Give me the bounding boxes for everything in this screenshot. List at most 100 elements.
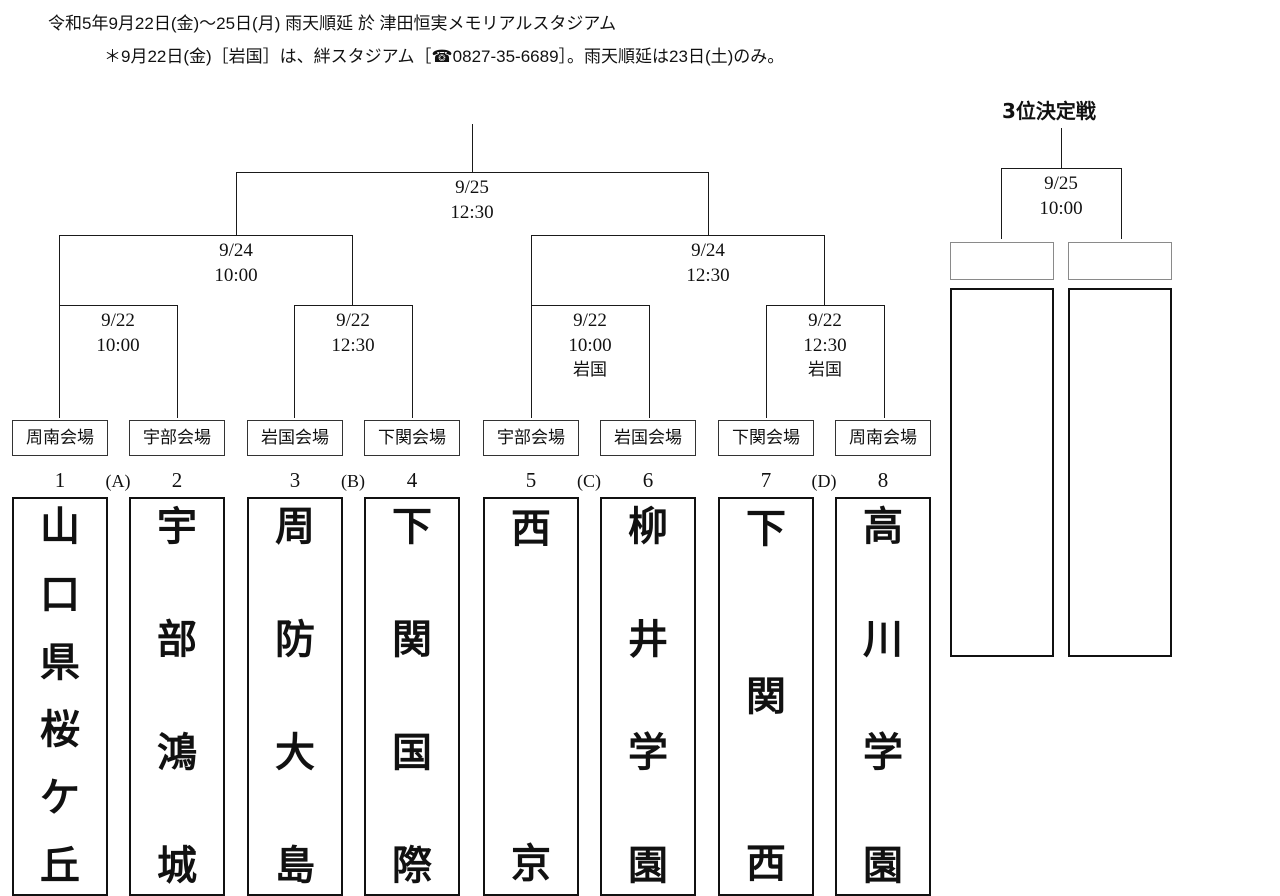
- match-d-time: 12:30: [803, 335, 847, 356]
- team-box-6[interactable]: 柳井学園: [600, 497, 696, 896]
- team-name-char: 川: [863, 617, 903, 663]
- team-box-5[interactable]: 西京: [483, 497, 579, 896]
- team-name-char: 下: [392, 504, 432, 550]
- seed-number-3: 3: [289, 468, 301, 492]
- team-name-char: 京: [511, 841, 551, 887]
- team-name-char: 関: [392, 617, 432, 663]
- match-label-semifinal-right: 9/24 12:30: [648, 238, 768, 288]
- team-name-char: 井: [628, 617, 668, 663]
- team-name-char: 鴻: [157, 730, 197, 776]
- team-name-char: 関: [746, 673, 786, 720]
- semifinal-right-leg-left: [531, 235, 532, 305]
- team-name-char: 国: [392, 730, 432, 776]
- third-place-team-slot-1[interactable]: [950, 288, 1054, 657]
- seed-number-5: 5: [525, 468, 537, 492]
- semifinal-left-leg-left: [59, 235, 60, 305]
- round1-d-connector: [766, 305, 884, 306]
- team-name-char: 柳: [628, 504, 668, 550]
- seed-number-4: 4: [406, 468, 418, 492]
- match-semi-left-time: 10:00: [214, 265, 258, 286]
- match-label-round1-d: 9/22 12:30 岩国: [765, 308, 885, 382]
- seed-number-6: 6: [642, 468, 654, 492]
- semifinal-right-connector: [531, 235, 824, 236]
- match-label-round1-a: 9/22 10:00: [58, 308, 178, 358]
- round1-a-leg-left: [59, 305, 60, 418]
- round1-a-connector: [59, 305, 177, 306]
- venue-box-7[interactable]: 下関会場: [718, 420, 814, 456]
- match-a-time: 10:00: [96, 335, 140, 356]
- team-name-char: 高: [863, 504, 903, 550]
- round1-c-leg-left: [531, 305, 532, 418]
- round1-b-connector: [294, 305, 412, 306]
- team-name-char: 県: [40, 639, 80, 686]
- team-box-4[interactable]: 下関国際: [364, 497, 460, 896]
- champion-stem: [472, 124, 473, 172]
- team-name-char: 園: [863, 843, 903, 889]
- match-b-time: 12:30: [331, 335, 375, 356]
- team-name-char: 園: [628, 843, 668, 889]
- final-connector: [236, 172, 708, 173]
- team-name-char: 西: [746, 841, 786, 887]
- team-name-char: 防: [275, 617, 315, 663]
- team-name-char: 山: [40, 504, 80, 550]
- final-leg-right: [708, 172, 709, 235]
- venue-box-3[interactable]: 岩国会場: [247, 420, 343, 456]
- round1-b-leg-left: [294, 305, 295, 418]
- round1-a-leg-right: [177, 305, 178, 418]
- venue-box-4[interactable]: 下関会場: [364, 420, 460, 456]
- team-name-char: 口: [40, 571, 80, 618]
- venue-box-8[interactable]: 周南会場: [835, 420, 931, 456]
- third-place-team-slot-2[interactable]: [1068, 288, 1172, 657]
- team-box-7[interactable]: 下関西: [718, 497, 814, 896]
- match-label-third-place: 9/25 10:00: [1001, 171, 1121, 221]
- team-box-1[interactable]: 山口県桜ケ丘: [12, 497, 108, 896]
- bracket-letter-b: (B): [341, 471, 365, 491]
- match-c-date: 9/22: [573, 310, 607, 331]
- match-semi-right-time: 12:30: [686, 265, 730, 286]
- venue-box-5[interactable]: 宇部会場: [483, 420, 579, 456]
- match-a-date: 9/22: [101, 310, 135, 331]
- semifinal-right-leg-right: [824, 235, 825, 305]
- match-label-final: 9/25 12:30: [412, 175, 532, 225]
- team-name-char: 部: [157, 617, 197, 663]
- team-name-char: 城: [157, 843, 197, 889]
- third-place-venue-slot-2[interactable]: [1068, 242, 1172, 280]
- final-leg-left: [236, 172, 237, 235]
- third-place-connector: [1001, 168, 1121, 169]
- bracket-letter-d: (D): [811, 471, 837, 491]
- round1-d-leg-left: [766, 305, 767, 418]
- match-final-date: 9/25: [455, 177, 489, 198]
- match-label-semifinal-left: 9/24 10:00: [176, 238, 296, 288]
- match-semi-right-date: 9/24: [691, 240, 725, 261]
- match-final-time: 12:30: [450, 202, 494, 223]
- team-box-3[interactable]: 周防大島: [247, 497, 343, 896]
- team-name-char: 際: [392, 843, 432, 889]
- match-semi-left-date: 9/24: [219, 240, 253, 261]
- match-third-date: 9/25: [1044, 173, 1078, 194]
- team-box-2[interactable]: 宇部鴻城: [129, 497, 225, 896]
- third-place-leg-left: [1001, 168, 1002, 239]
- seed-number-7: 7: [760, 468, 772, 492]
- round1-c-leg-right: [649, 305, 650, 418]
- third-place-venue-slot-1[interactable]: [950, 242, 1054, 280]
- match-c-venue: 岩国: [573, 360, 607, 379]
- event-header-line-1: 令和5年9月22日(金)〜25日(月) 雨天順延 於 津田恒実メモリアルスタジア…: [48, 14, 617, 33]
- team-name-char: 学: [863, 730, 903, 776]
- bracket-letter-a: (A): [105, 471, 131, 491]
- match-third-time: 10:00: [1039, 198, 1083, 219]
- match-d-venue: 岩国: [808, 360, 842, 379]
- team-name-char: 西: [511, 506, 551, 552]
- team-name-char: 下: [746, 506, 786, 552]
- team-box-8[interactable]: 高川学園: [835, 497, 931, 896]
- semifinal-left-leg-right: [352, 235, 353, 305]
- venue-box-1[interactable]: 周南会場: [12, 420, 108, 456]
- third-place-leg-right: [1121, 168, 1122, 239]
- match-d-date: 9/22: [808, 310, 842, 331]
- match-c-time: 10:00: [568, 335, 612, 356]
- semifinal-left-connector: [59, 235, 352, 236]
- team-name-char: 桜: [40, 707, 80, 754]
- team-name-char: 島: [275, 843, 315, 889]
- venue-box-6[interactable]: 岩国会場: [600, 420, 696, 456]
- venue-box-2[interactable]: 宇部会場: [129, 420, 225, 456]
- team-name-char: 大: [275, 730, 315, 776]
